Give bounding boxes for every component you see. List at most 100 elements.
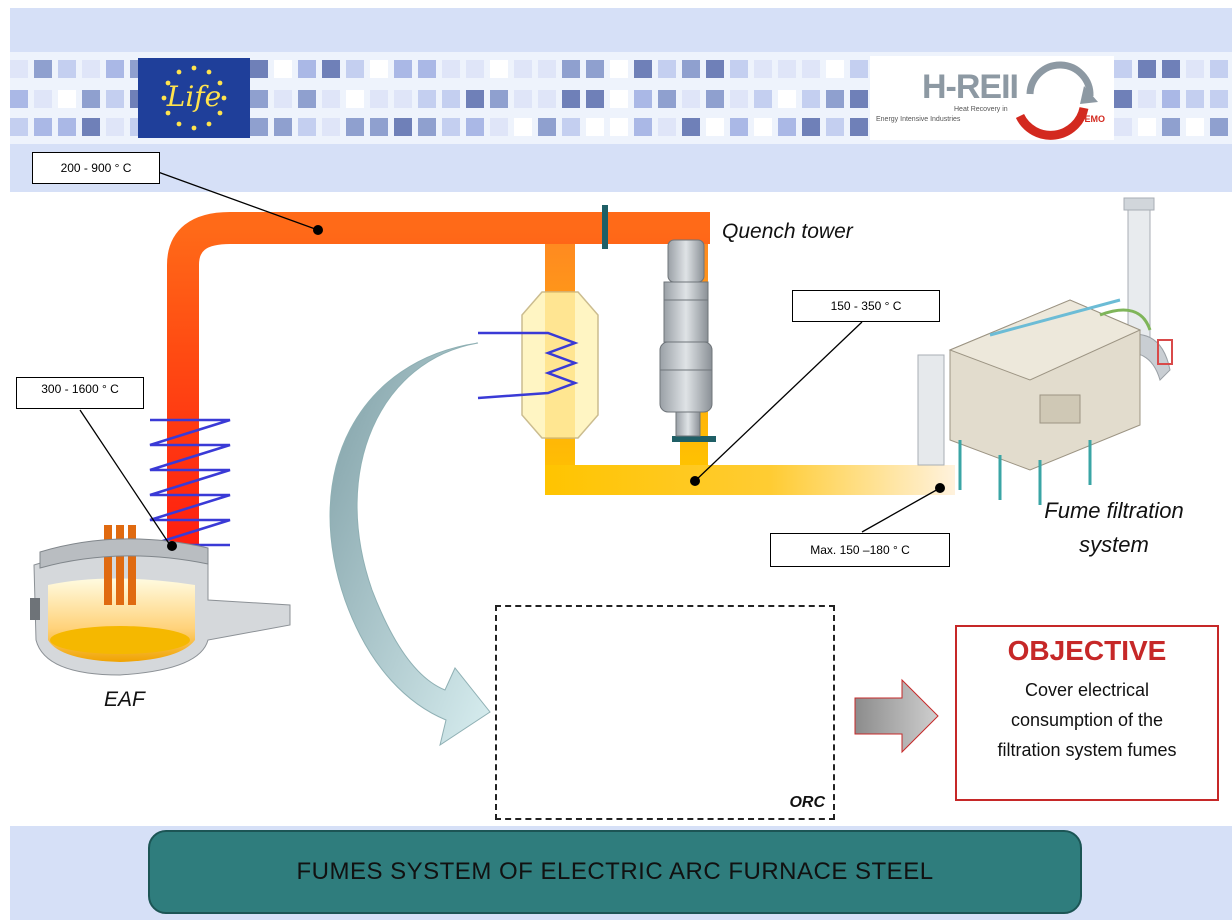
banner-tile <box>1210 90 1228 108</box>
banner-tile <box>658 60 676 78</box>
objective-title: OBJECTIVE <box>1007 635 1167 666</box>
banner-tile <box>34 118 52 136</box>
banner-tile <box>106 118 124 136</box>
banner-tile <box>1186 90 1204 108</box>
banner-tile <box>706 60 724 78</box>
objective-arrow-icon <box>854 678 939 754</box>
banner-tile <box>1210 60 1228 78</box>
hreii-demo-badge: DEMO <box>1078 114 1105 124</box>
banner-tile <box>346 90 364 108</box>
banner-tile <box>634 90 652 108</box>
banner-tile <box>802 118 820 136</box>
banner-tile <box>370 118 388 136</box>
life-eu-logo: Life <box>138 58 250 138</box>
banner-tile <box>490 118 508 136</box>
banner-tile <box>322 118 340 136</box>
banner-tile <box>562 90 580 108</box>
banner-tile <box>538 90 556 108</box>
banner-tile <box>394 60 412 78</box>
banner-tile <box>1114 118 1132 136</box>
eu-star-icon <box>217 80 223 86</box>
banner-tile <box>1138 118 1156 136</box>
eu-star-icon <box>165 110 171 116</box>
temp-label-furnace-exit: 300 - 1600 ° C <box>16 377 144 409</box>
banner-tile <box>1186 60 1204 78</box>
banner-tile <box>250 60 268 78</box>
flange-top <box>602 205 608 249</box>
furnace-coil-icon <box>149 418 231 547</box>
banner-tile <box>370 90 388 108</box>
banner-tile <box>610 90 628 108</box>
eu-star-icon <box>161 95 167 101</box>
banner-tile <box>850 60 868 78</box>
banner-tile <box>58 118 76 136</box>
banner-tile <box>34 60 52 78</box>
eu-star-icon <box>176 121 182 127</box>
banner-tile <box>826 118 844 136</box>
banner-tile <box>1162 118 1180 136</box>
banner-tile <box>658 118 676 136</box>
banner-tile <box>778 118 796 136</box>
banner-tile <box>682 118 700 136</box>
banner-tile <box>610 118 628 136</box>
banner-tile <box>490 90 508 108</box>
banner-tile <box>10 90 28 108</box>
banner-tile <box>1162 90 1180 108</box>
banner-tile <box>826 60 844 78</box>
banner-tile <box>106 60 124 78</box>
banner-tile <box>442 90 460 108</box>
banner-tile <box>730 60 748 78</box>
banner-tile <box>106 90 124 108</box>
temp-label-duct-top: 200 - 900 ° C <box>32 152 160 184</box>
leader-lines <box>79 171 941 546</box>
hreii-arrow-icon <box>1015 61 1098 140</box>
banner-tile <box>442 60 460 78</box>
orc-label: ORC <box>789 794 825 811</box>
hreii-subtitle-2: Energy Intensive Industries <box>876 116 961 123</box>
banner-tile <box>706 118 724 136</box>
eu-star-icon <box>176 69 182 75</box>
banner-tile <box>418 118 436 136</box>
eu-star-icon <box>206 69 212 75</box>
quench-tower-label: Quench tower <box>722 220 853 243</box>
banner-tile <box>1186 118 1204 136</box>
banner-tile <box>1210 118 1228 136</box>
eu-star-icon <box>217 110 223 116</box>
banner-tile <box>562 60 580 78</box>
banner-tile <box>682 90 700 108</box>
flow-arrow-icon <box>329 342 491 747</box>
banner-tile <box>514 118 532 136</box>
banner-tile <box>346 118 364 136</box>
hreii-subtitle-1: Heat Recovery in <box>954 106 1008 113</box>
eu-stars-icon <box>161 65 227 131</box>
banner-tile <box>370 60 388 78</box>
banner-tile <box>466 118 484 136</box>
objective-body: Cover electrical consumption of the filt… <box>997 680 1177 760</box>
banner-tile <box>706 90 724 108</box>
banner-tile <box>10 118 28 136</box>
banner-tile <box>754 118 772 136</box>
flange-quench <box>672 436 716 442</box>
banner-tile <box>682 60 700 78</box>
banner-tile <box>274 118 292 136</box>
banner-tile <box>514 60 532 78</box>
header-band <box>10 8 1232 52</box>
banner: Life H-REII Heat Recovery in Energy Inte… <box>10 52 1232 144</box>
banner-tile <box>298 60 316 78</box>
hreii-logo: H-REII Heat Recovery in Energy Intensive… <box>870 56 1114 140</box>
banner-tile <box>394 118 412 136</box>
hot-fume-duct <box>167 212 710 548</box>
banner-tile <box>1114 90 1132 108</box>
electric-arc-furnace-icon <box>30 525 291 676</box>
heat-exchanger-icon <box>477 291 599 439</box>
banner-tile <box>538 118 556 136</box>
banner-tile <box>250 90 268 108</box>
filtration-plant-icon <box>917 197 1173 505</box>
banner-tile <box>34 90 52 108</box>
banner-tile <box>274 60 292 78</box>
eu-star-icon <box>206 121 212 127</box>
banner-tile <box>418 90 436 108</box>
banner-tile <box>850 118 868 136</box>
banner-tile <box>610 60 628 78</box>
banner-tile <box>826 90 844 108</box>
